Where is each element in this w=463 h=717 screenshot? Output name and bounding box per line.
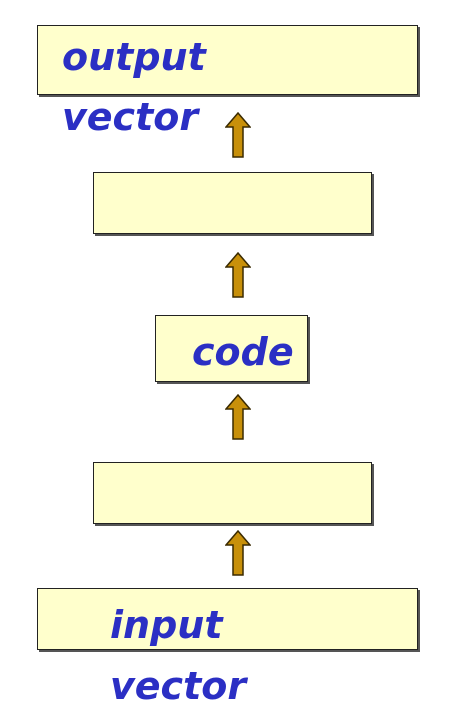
up-arrow-icon (225, 530, 251, 576)
decoder-hidden-layer-box (93, 172, 372, 234)
input-label-line2: vector (110, 664, 247, 708)
up-arrow-icon (225, 112, 251, 158)
input-label-line1: input (110, 603, 223, 647)
input-vector-box (37, 588, 418, 650)
code-label: code (192, 330, 294, 374)
code-box (155, 315, 308, 382)
up-arrow-icon (225, 394, 251, 440)
up-arrow-icon (225, 252, 251, 298)
output-vector-box (37, 25, 418, 95)
output-label-line1: output (62, 35, 206, 79)
output-label-line2: vector (62, 95, 199, 139)
encoder-hidden-layer-box (93, 462, 372, 524)
